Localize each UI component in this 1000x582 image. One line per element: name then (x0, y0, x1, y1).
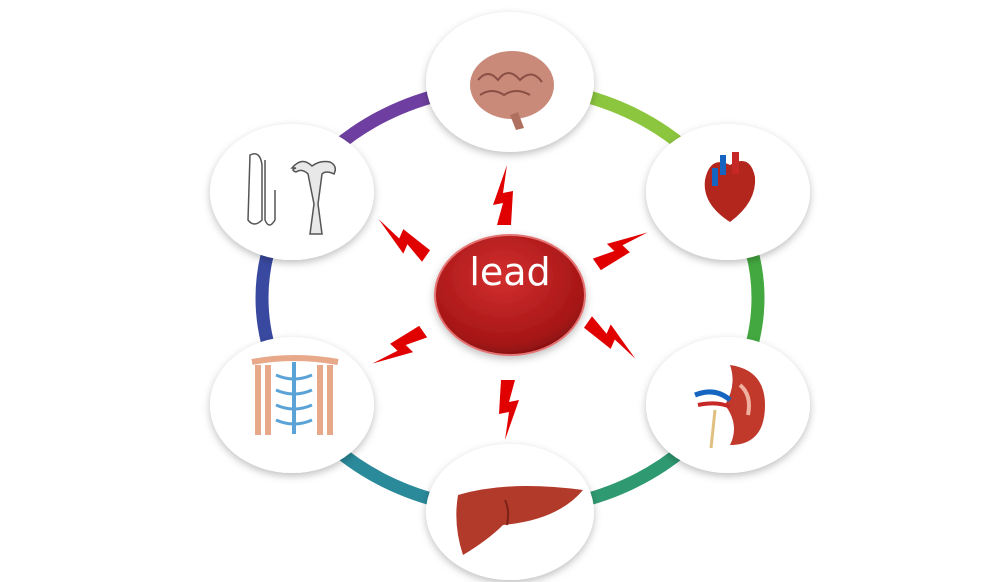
heart-icon (704, 152, 756, 222)
lightning-bolts (372, 165, 648, 440)
organ-liver (426, 444, 594, 580)
reproductive-organs-icon (247, 153, 337, 235)
liver-icon (456, 486, 583, 555)
organ-reproductive (210, 124, 374, 260)
lightning-bolt-icon (378, 219, 431, 262)
organ-heart (646, 124, 810, 260)
kidney-icon (694, 365, 765, 449)
brain-icon (470, 51, 554, 130)
lightning-bolt-icon (592, 232, 648, 271)
organ-kidney (646, 337, 810, 473)
ribcage-skeleton-icon (251, 355, 339, 435)
organ-brain (426, 12, 594, 152)
center-lead-badge (434, 234, 586, 356)
center-label: lead (469, 250, 551, 294)
lightning-bolt-icon (499, 380, 519, 440)
lightning-bolt-icon (372, 325, 428, 364)
organ-ribcage (210, 337, 374, 473)
lightning-bolt-icon (583, 316, 636, 359)
lightning-bolt-icon (493, 165, 513, 225)
